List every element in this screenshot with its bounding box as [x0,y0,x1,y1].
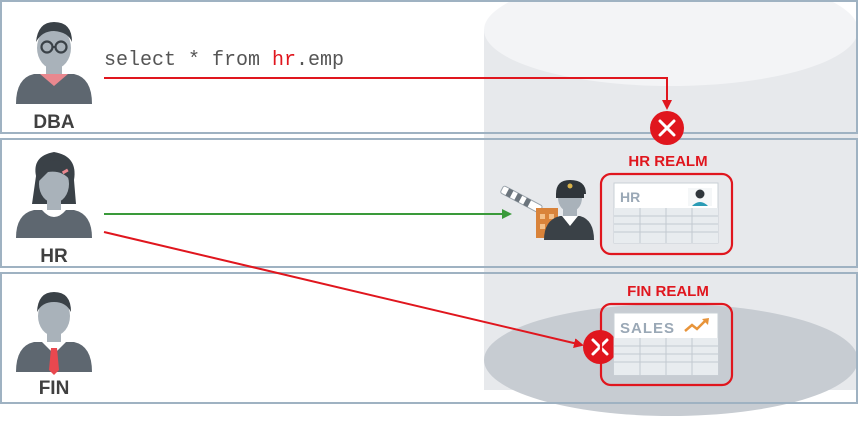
realm-title-hr: HR REALM [628,153,707,170]
realm-card-title-fin: SALES [620,320,675,337]
trend-up-icon [684,318,709,332]
role-label-fin: FIN [39,378,70,399]
role-label-dba: DBA [33,112,74,133]
sql-suffix: .emp [296,49,344,72]
x-circle-icon [650,111,684,145]
dba-denied-arrow [104,77,672,110]
fin-realm-box: SALES [599,302,734,387]
lane-dba [0,0,858,134]
sql-query: select * from hr.emp [104,49,344,72]
hr-realm-box: HR [599,172,734,256]
hr-to-fin-denied-arrow [103,231,584,349]
fin-person-icon [16,292,92,375]
role-label-hr: HR [40,246,68,267]
sql-prefix: select * from [104,49,272,72]
lane-fin [0,272,858,404]
dba-person-icon [16,22,92,104]
hr-person-icon [16,152,92,238]
lane-hr [0,138,858,268]
realm-card-title-hr: HR [620,189,640,205]
sql-schema: hr [272,49,296,72]
realm-title-fin: FIN REALM [627,283,709,300]
security-guard-icon [544,180,594,240]
